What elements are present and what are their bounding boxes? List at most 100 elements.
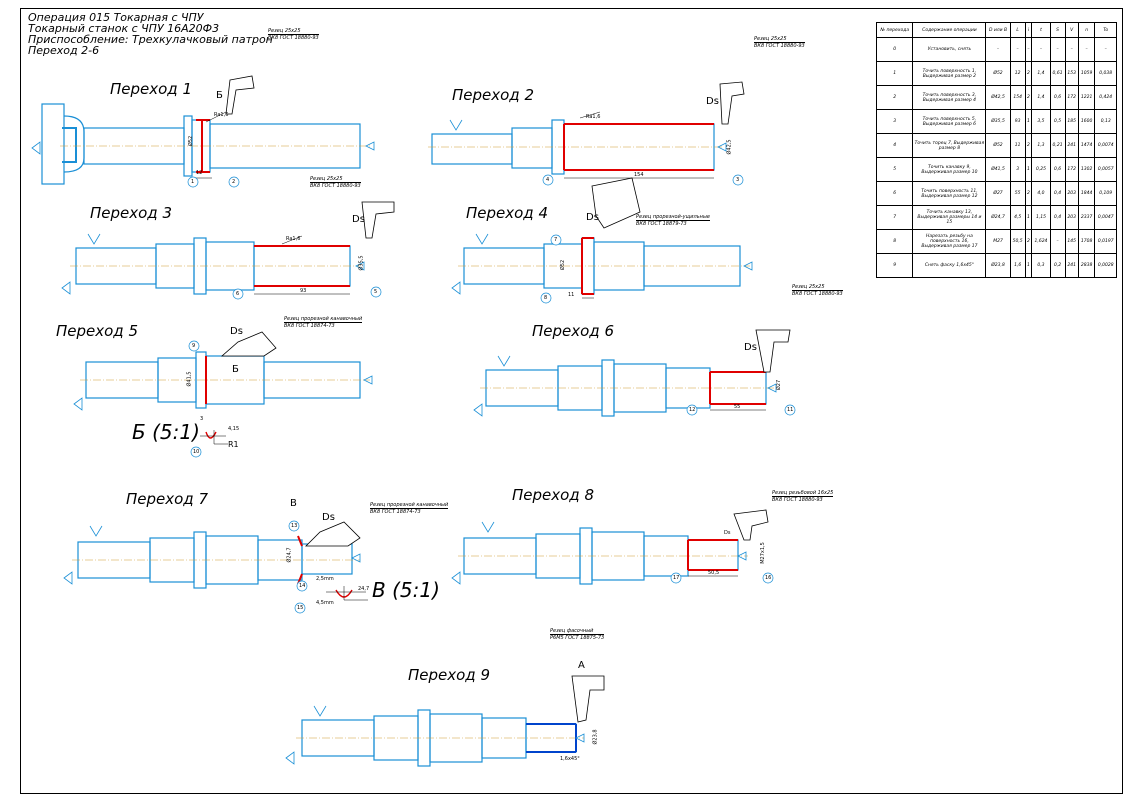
table-cell: 0: [875, 37, 914, 62]
table-cell: 0,61: [1049, 61, 1066, 86]
table-cell: Точить поверхность 5, Выдерживая размер …: [912, 109, 987, 134]
callout-10: 10: [193, 449, 200, 455]
header-line-1: Операция 015 Токарная с ЧПУ: [28, 11, 204, 24]
table-cell: 4,0: [1031, 181, 1051, 206]
groove-2-width-label: 2,5mm: [316, 576, 334, 582]
table-cell: 172: [1064, 157, 1079, 182]
table-cell: 0,4: [1049, 181, 1066, 206]
table-cell: Ø35,5: [985, 109, 1011, 134]
table-cell: 4: [875, 133, 914, 158]
table-cell: 0,3: [1031, 253, 1051, 278]
step-3-title: Переход 3: [90, 204, 172, 222]
section-mark-b: Б: [216, 90, 223, 101]
section-b-title: Б (5:1): [132, 420, 200, 444]
callout-13: 13: [291, 523, 298, 529]
table-header-row: № перехода Содержание операции D или B L…: [875, 22, 1117, 38]
table-cell: 1844: [1077, 181, 1096, 206]
table-cell: 93: [1009, 109, 1026, 134]
table-cell: 1,624: [1031, 229, 1051, 254]
header-line-3: Приспособление: Трехкулачковый патрон: [28, 33, 273, 46]
dim-step-1-length: 12: [196, 170, 203, 176]
dim-step-6-diameter: Ø27: [776, 379, 783, 391]
table-cell: Нарезать резьбу на поверхность 16, Выдер…: [912, 229, 987, 254]
table-cell: 1,4: [1031, 85, 1051, 110]
table-cell: Точить поверхность 11, Выдерживая размер…: [912, 181, 987, 206]
table-cell: 0,5: [1049, 109, 1066, 134]
dim-step-3-diameter: Ø35,5: [358, 255, 365, 271]
table-cell: 1,15: [1031, 205, 1051, 230]
callout-9: 9: [192, 343, 196, 349]
dim-step-7-diameter: Ø24,7: [286, 547, 293, 563]
groove-depth-label: 3: [200, 416, 204, 422]
callout-15: 15: [297, 605, 304, 611]
table-cell: 203: [1064, 205, 1079, 230]
dim-step-6-length: 55: [734, 404, 741, 410]
feed-label-7: Ds: [322, 512, 335, 523]
callout-1: 1: [191, 179, 195, 185]
table-cell: Установить, снять: [912, 37, 987, 62]
table-cell: 0,4: [1049, 205, 1066, 230]
table-cell: 8: [875, 229, 914, 254]
table-cell: 153: [1064, 61, 1079, 86]
table-cell: 0,6: [1049, 85, 1066, 110]
dim-step-2-length: 154: [634, 172, 644, 178]
callout-5: 5: [374, 289, 378, 295]
table-cell: 3: [875, 109, 914, 134]
section-mark-b-2: Б: [232, 364, 239, 375]
table-cell: 2: [1024, 85, 1033, 110]
col-header: V: [1064, 22, 1079, 38]
table-cell: 2: [1024, 61, 1033, 86]
col-header: t: [1031, 22, 1051, 38]
table-cell: 1708: [1077, 229, 1096, 254]
col-header: L: [1009, 22, 1026, 38]
section-mark-v: В: [290, 498, 297, 509]
table-cell: 1,4: [1031, 61, 1051, 86]
table-cell: –: [1024, 37, 1033, 62]
table-cell: 0,0074: [1094, 133, 1117, 158]
table-cell: 2: [1024, 229, 1033, 254]
table-cell: 1: [1024, 253, 1033, 278]
table-cell: Ø27: [985, 181, 1011, 206]
operation-header: Операция 015 Токарная с ЧПУ Токарный ста…: [28, 12, 273, 56]
callout-6: 6: [236, 291, 240, 297]
table-cell: 3,5: [1031, 109, 1051, 134]
col-header: S: [1049, 22, 1066, 38]
table-cell: 50,5: [1009, 229, 1026, 254]
table-cell: –: [1064, 37, 1079, 62]
machined-surfaces: [196, 119, 766, 585]
table-cell: 4,5: [1009, 205, 1026, 230]
table-cell: Ø42,5: [985, 85, 1011, 110]
table-cell: Ø52: [985, 133, 1011, 158]
feed-label-5: Ds: [230, 326, 243, 337]
table-cell: 145: [1064, 229, 1079, 254]
table-cell: 241: [1064, 253, 1079, 278]
table-cell: 0,0047: [1094, 205, 1117, 230]
header-line-2: Токарный станок с ЧПУ 16А20Ф3: [28, 22, 220, 35]
dim-step-4-diameter: Ø52: [560, 259, 567, 271]
table-cell: М27: [985, 229, 1011, 254]
table-cell: 0,109: [1094, 181, 1117, 206]
centre-lines: [60, 145, 774, 739]
table-cell: 2838: [1077, 253, 1096, 278]
table-cell: 0,0057: [1094, 157, 1117, 182]
table-cell: 2: [1024, 181, 1033, 206]
table-cell: 9: [875, 253, 914, 278]
table-cell: 55: [1009, 181, 1026, 206]
table-cell: 0,6: [1049, 157, 1066, 182]
col-header: i: [1024, 22, 1033, 38]
table-cell: 1059: [1077, 61, 1096, 86]
operations-table: № перехода Содержание операции D или B L…: [875, 22, 1117, 278]
table-cell: Ø23,8: [985, 253, 1011, 278]
table-cell: Снять фаску 1,6х45°: [912, 253, 987, 278]
table-cell: –: [985, 37, 1011, 62]
dim-step-1-diameter: Ø52: [188, 135, 195, 147]
table-cell: 1302: [1077, 157, 1096, 182]
